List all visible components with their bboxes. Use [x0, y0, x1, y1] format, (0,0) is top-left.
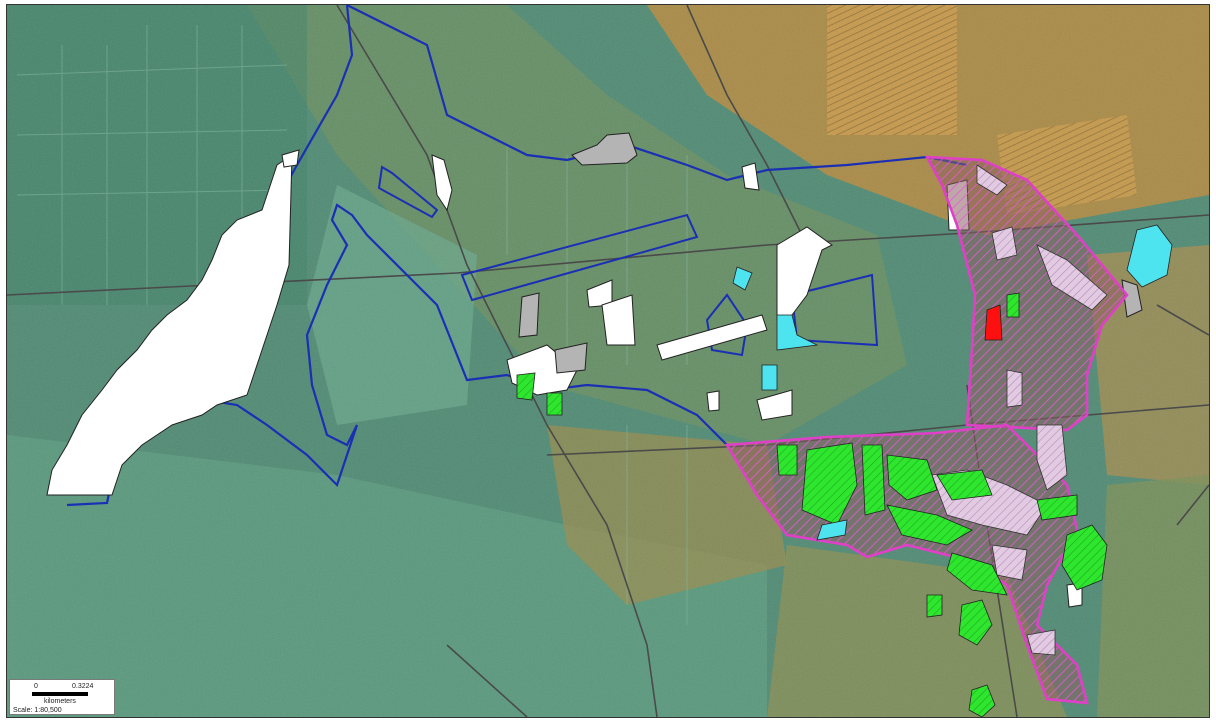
cyan-parcels[interactable] [732, 224, 1173, 541]
survey-area-north[interactable] [924, 155, 1129, 432]
study-area-boundary-strip-2[interactable] [377, 165, 439, 219]
scale-bar-end-label: 0.3224 [72, 683, 94, 690]
scale-ratio: Scale: 1:80,500 [13, 707, 62, 714]
scale-bar-unit: kilometers [44, 698, 76, 705]
red-parcel[interactable] [984, 304, 1003, 341]
scale-bar-graphic [32, 692, 88, 696]
compartment-grid [16, 25, 688, 625]
map-view[interactable]: 0 0.3224 kilometers Scale: 1:80,500 [6, 4, 1210, 718]
map-canvas[interactable] [7, 5, 1209, 717]
study-area-boundary-strip-1[interactable] [460, 213, 699, 302]
scale-bar: 0 0.3224 kilometers Scale: 1:80,500 [9, 679, 115, 715]
green-parcels[interactable] [516, 292, 1108, 717]
gray-parcels[interactable] [518, 132, 1143, 374]
scale-bar-start-label: 0 [34, 683, 38, 690]
